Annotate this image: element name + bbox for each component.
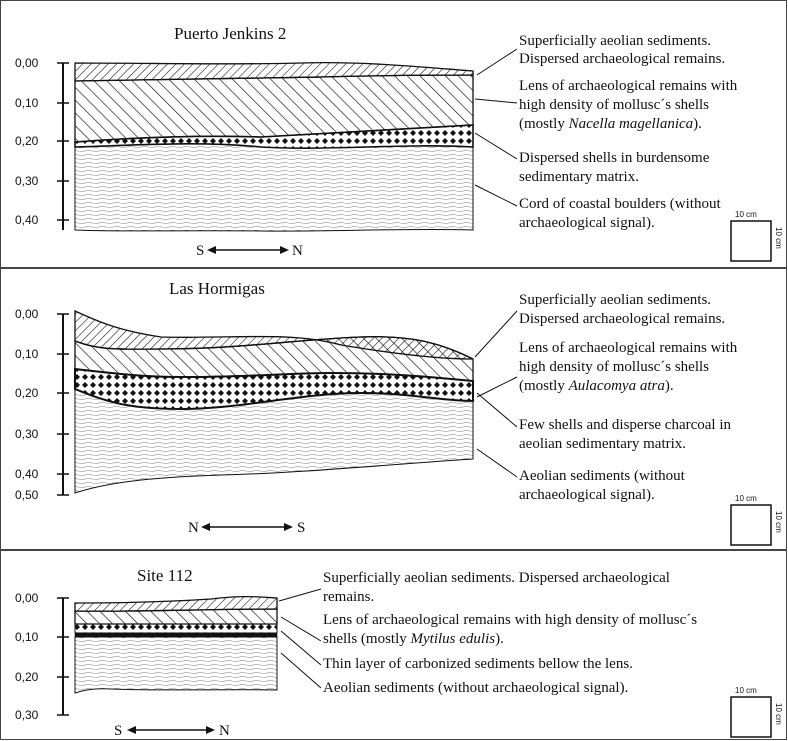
depth-label: 0,30	[15, 708, 39, 722]
layer-aeolian-base	[74, 636, 278, 694]
leader-lines	[474, 310, 518, 478]
layer-description: Dispersed archaeological remains.	[519, 311, 725, 327]
layer-description: archaeological signal).	[519, 487, 655, 503]
section-drawing: Site 112 0,00 0,10 0,20 0,30 S N	[15, 566, 783, 739]
site-title: Site 112	[137, 566, 193, 585]
depth-label: 0,00	[15, 591, 39, 605]
layer-description: Dispersed shells in burdensome	[519, 150, 710, 166]
layer-description: aeolian sedimentary matrix.	[519, 436, 686, 452]
layer-description: high density of mollusc´s shells	[519, 359, 709, 375]
direction-right-label: N	[219, 723, 230, 739]
double-arrow-icon	[127, 726, 215, 734]
depth-label: 0,40	[15, 467, 39, 481]
layer-description: (mostly Aulacomya atra).	[519, 378, 674, 394]
layer-description: Superficially aeolian sediments. Dispers…	[323, 570, 670, 586]
layer-description: Superficially aeolian sediments.	[519, 292, 711, 308]
depth-label: 0,10	[15, 96, 39, 110]
scale-side-label: 10 cm	[774, 703, 783, 725]
layer-description: Cord of coastal boulders (without	[519, 196, 721, 212]
layer-surface-aeolian	[74, 61, 474, 82]
layer-description: shells (mostly Mytilus edulis).	[323, 631, 504, 647]
depth-ticks	[57, 313, 69, 496]
section-drawing: Puerto Jenkins 2 0,00 0,10 0,20 0,30 0,4…	[15, 24, 783, 262]
scale-box: 10 cm 10 cm	[730, 686, 783, 738]
section-drawing: Las Hormigas 0,00 0,10 0,20 0,30 0,40 0,…	[15, 279, 783, 546]
scale-top-label: 10 cm	[735, 494, 757, 503]
panel-site-112: Site 112 0,00 0,10 0,20 0,30 S N	[0, 550, 787, 740]
scale-box: 10 cm 10 cm	[730, 210, 783, 262]
depth-label: 0,20	[15, 134, 39, 148]
scale-side-label: 10 cm	[774, 227, 783, 249]
panel-las-hormigas: Las Hormigas 0,00 0,10 0,20 0,30 0,40 0,…	[0, 268, 787, 550]
site-title: Puerto Jenkins 2	[174, 24, 286, 43]
layer-description: remains.	[323, 589, 374, 605]
depth-label: 0,00	[15, 56, 39, 70]
direction-left-label: N	[188, 520, 199, 536]
depth-label: 0,50	[15, 488, 39, 502]
layer-description: Dispersed archaeological remains.	[519, 51, 725, 67]
layer-description: sedimentary matrix.	[519, 169, 639, 185]
double-arrow-icon	[207, 246, 289, 254]
layer-carbonized-thin	[74, 632, 278, 638]
depth-label: 0,40	[15, 213, 39, 227]
layer-surface-aeolian	[74, 309, 474, 360]
leader-lines	[278, 588, 322, 689]
layer-description: Superficially aeolian sediments.	[519, 33, 711, 49]
layer-description: Aeolian sediments (without archaeologica…	[323, 680, 628, 696]
direction-right-label: N	[292, 243, 303, 259]
layer-surface-aeolian	[74, 595, 278, 612]
depth-label: 0,10	[15, 630, 39, 644]
panel-puerto-jenkins-2: Puerto Jenkins 2 0,00 0,10 0,20 0,30 0,4…	[0, 0, 787, 268]
depth-label: 0,30	[15, 427, 39, 441]
depth-label: 0,00	[15, 307, 39, 321]
direction-left-label: S	[114, 723, 122, 739]
layer-description: Lens of archaeological remains with	[519, 340, 738, 356]
layer-aeolian-base	[74, 143, 474, 232]
layer-description: archaeological signal).	[519, 215, 655, 231]
leader-lines	[474, 48, 518, 207]
layer-description: (mostly Nacella magellanica).	[519, 116, 702, 132]
depth-label: 0,30	[15, 174, 39, 188]
layer-description: Lens of archaeological remains with	[519, 78, 738, 94]
direction-right-label: S	[297, 520, 305, 536]
layer-shell-lens	[74, 623, 278, 634]
depth-ticks	[57, 62, 69, 221]
depth-label: 0,20	[15, 670, 39, 684]
site-title: Las Hormigas	[169, 279, 265, 298]
scale-box: 10 cm 10 cm	[730, 494, 783, 546]
layer-description: Few shells and disperse charcoal in	[519, 417, 732, 433]
scale-top-label: 10 cm	[735, 210, 757, 219]
layer-description: Thin layer of carbonized sediments bello…	[323, 656, 633, 672]
layer-description: Aeolian sediments (without	[519, 468, 686, 484]
direction-left-label: S	[196, 243, 204, 259]
scale-side-label: 10 cm	[774, 511, 783, 533]
depth-label: 0,10	[15, 347, 39, 361]
depth-ticks	[57, 597, 69, 716]
depth-label: 0,20	[15, 386, 39, 400]
layer-description: high density of mollusc´s shells	[519, 97, 709, 113]
scale-top-label: 10 cm	[735, 686, 757, 695]
double-arrow-icon	[201, 523, 293, 531]
layer-description: Lens of archaeological remains with high…	[323, 612, 697, 628]
